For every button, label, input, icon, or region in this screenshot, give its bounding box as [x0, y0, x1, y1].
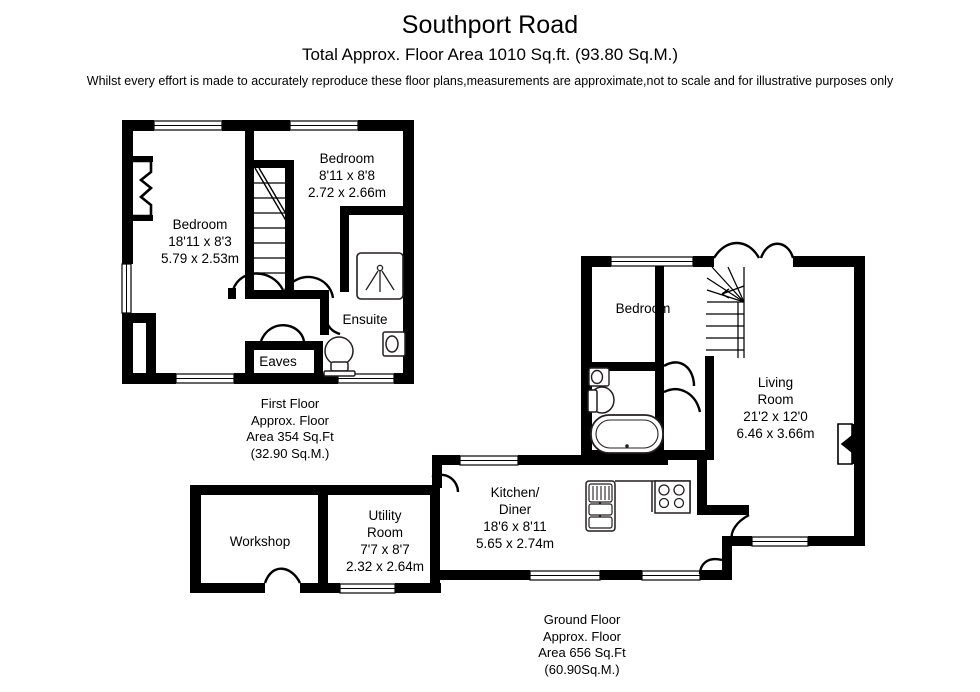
- window-group-first-floor-bottom: [175, 373, 395, 384]
- room-label-kitchen-diner: Kitchen/ Diner 18'6 x 8'11 5.65 x 2.74m: [475, 485, 555, 551]
- ground-floor-plan: [190, 241, 865, 594]
- toilet-icon: [587, 386, 615, 414]
- ground-floor-walls: [190, 256, 865, 593]
- window-group-ground-floor: [339, 256, 809, 594]
- page-title: Southport Road: [401, 11, 579, 39]
- room-label-living-room: Living Room 21'2 x 12'0 6.46 x 3.66m: [736, 375, 815, 441]
- window-first-floor-left: [121, 263, 132, 314]
- door-swing-double-entry: [712, 241, 795, 259]
- sink-icon: [585, 480, 616, 532]
- shower-icon: [356, 252, 404, 300]
- room-label-utility-room: Utility Room 7'7 x 8'7 2.32 x 2.64m: [345, 508, 425, 574]
- total-floor-area-subtitle: Total Approx. Floor Area 1010 Sq.ft. (93…: [301, 45, 679, 64]
- bay-window-recess: [837, 423, 865, 465]
- room-label-ensuite: Ensuite: [342, 312, 388, 327]
- stairs-icon: [254, 167, 293, 274]
- door-swing-landing: [231, 272, 335, 299]
- toilet-icon: [323, 336, 356, 377]
- wardrobe-recess-wall: [133, 156, 153, 221]
- ground-floor-area-caption: Ground Floor Approx. Floor Area 656 Sq.F…: [538, 612, 626, 677]
- hob-icon: [654, 480, 691, 514]
- bathtub-icon: [590, 414, 664, 454]
- first-floor-walls: [122, 120, 414, 384]
- room-label-bedroom-first-left: Bedroom 18'11 x 8'3 5.79 x 2.53m: [160, 217, 240, 266]
- first-floor-area-caption: First Floor Approx. Floor Area 354 Sq.Ft…: [246, 396, 334, 461]
- winder-stairs-icon: [706, 266, 745, 358]
- basin-icon: [588, 367, 610, 387]
- door-swing-group-workshop: [263, 567, 302, 584]
- wardrobe-icon: [133, 159, 154, 218]
- window-group-first-floor-top: [153, 120, 359, 131]
- first-floor-plan: [121, 120, 414, 384]
- landing-thresholds: [228, 288, 236, 299]
- room-label-bedroom-first-top: Bedroom 8'11 x 8'8 2.72 x 2.66m: [307, 151, 387, 200]
- door-swing-group-ground: [431, 361, 750, 575]
- disclaimer-text: Whilst every effort is made to accuratel…: [86, 74, 894, 88]
- room-label-eaves: Eaves: [259, 354, 297, 369]
- door-swing-bedroom-left: [324, 298, 341, 336]
- room-label-bedroom-ground: Bedroom: [615, 301, 671, 316]
- room-label-workshop: Workshop: [229, 534, 291, 549]
- plan-header: Southport Road Total Approx. Floor Area …: [0, 0, 980, 89]
- door-swing-eaves: [259, 324, 306, 342]
- basin-icon: [382, 331, 406, 357]
